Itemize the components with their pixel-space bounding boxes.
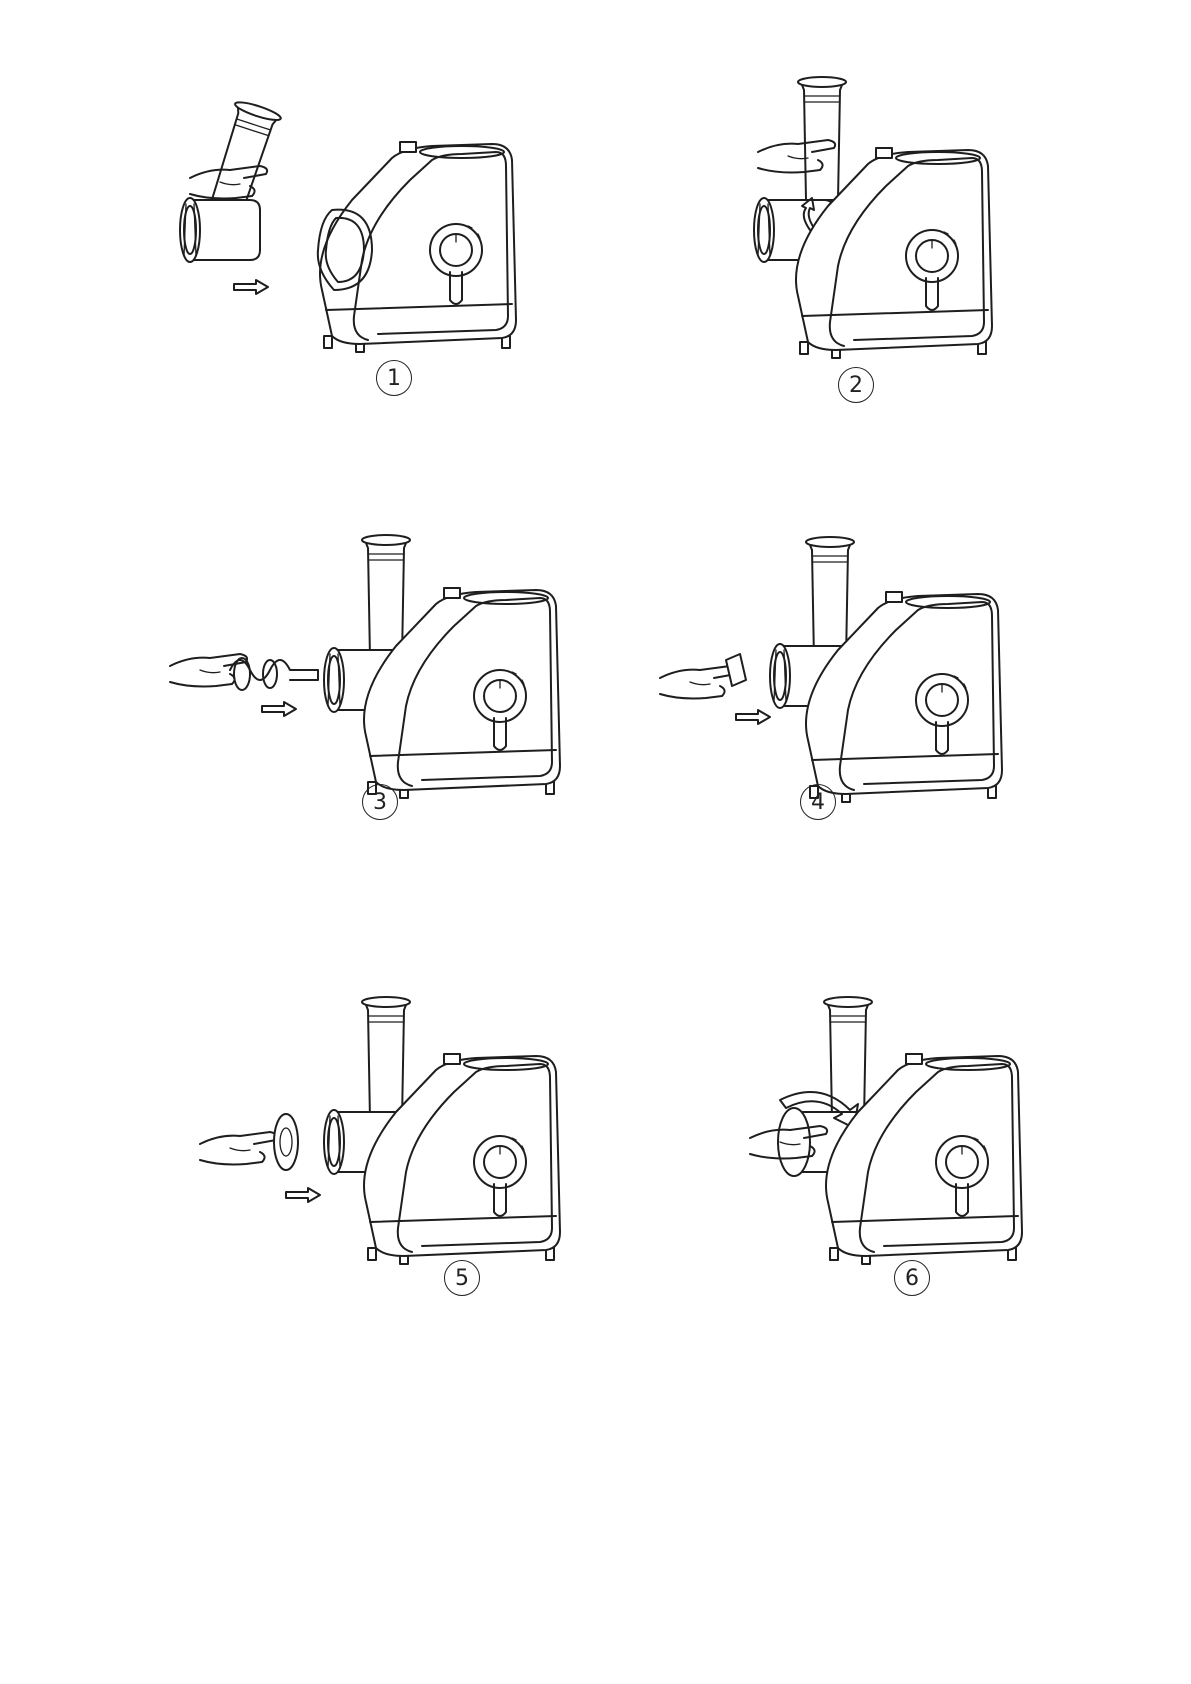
step-2-illustration bbox=[740, 80, 1160, 400]
step-6: 6 bbox=[750, 1000, 1170, 1400]
step-2: 2 bbox=[740, 80, 1160, 480]
step-number: 1 bbox=[376, 360, 412, 396]
step-number: 4 bbox=[800, 784, 836, 820]
hand bbox=[200, 1132, 277, 1165]
hand bbox=[660, 666, 737, 699]
grinding-plate bbox=[274, 1114, 298, 1170]
step-5: 5 bbox=[200, 1000, 620, 1400]
insert-arrow bbox=[234, 280, 268, 294]
insert-arrow bbox=[736, 710, 770, 724]
step-number: 3 bbox=[362, 784, 398, 820]
ring-nut bbox=[778, 1108, 810, 1176]
machine-body bbox=[318, 142, 516, 352]
cutter-housing bbox=[180, 198, 260, 262]
step-number: 2 bbox=[838, 367, 874, 403]
step-number: 5 bbox=[444, 1260, 480, 1296]
insert-arrow bbox=[286, 1188, 320, 1202]
step-4-illustration bbox=[660, 530, 1080, 850]
step-5-illustration bbox=[200, 1000, 620, 1320]
cutting-blade bbox=[726, 654, 746, 686]
feed-tube bbox=[798, 77, 846, 200]
feed-tube bbox=[824, 997, 872, 1120]
step-1-illustration bbox=[170, 90, 590, 410]
feed-tube bbox=[362, 997, 410, 1120]
step-number: 6 bbox=[894, 1260, 930, 1296]
step-3: 3 bbox=[170, 530, 590, 930]
step-6-illustration bbox=[750, 1000, 1170, 1320]
step-1: 1 bbox=[170, 90, 590, 490]
insert-arrow bbox=[262, 702, 296, 716]
step-4: 4 bbox=[660, 530, 1080, 930]
